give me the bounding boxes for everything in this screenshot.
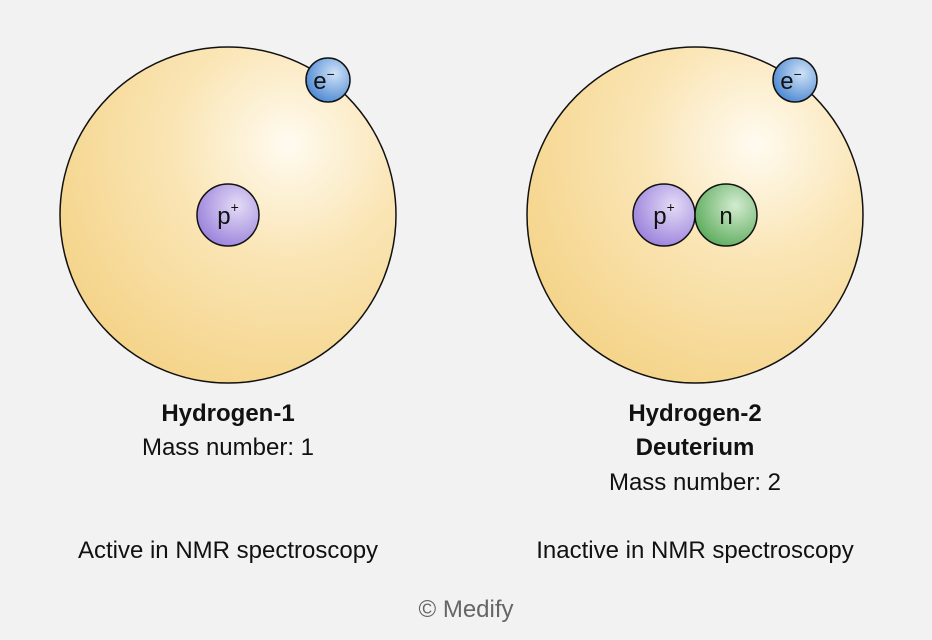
hydrogen-2-atom: e− p+ n Hydrogen-2 Deuterium Mass number… <box>526 46 864 564</box>
electron: e− <box>305 57 351 103</box>
nmr-activity: Active in NMR spectroscopy <box>78 537 378 564</box>
svg-text:p+: p+ <box>653 199 675 230</box>
mass-number: Mass number: 1 <box>142 434 314 461</box>
proton: p+ <box>196 183 260 247</box>
nmr-activity: Inactive in NMR spectroscopy <box>536 537 853 564</box>
svg-text:e−: e− <box>780 66 802 95</box>
isotope-name: Hydrogen-2 <box>628 400 761 427</box>
electron: e− <box>772 57 818 103</box>
copyright: © Medify <box>418 596 513 623</box>
mass-number: Mass number: 2 <box>609 469 781 496</box>
svg-text:n: n <box>719 203 732 230</box>
isotope-common-name: Deuterium <box>636 434 755 461</box>
isotope-name: Hydrogen-1 <box>161 400 294 427</box>
svg-text:e−: e− <box>313 66 335 95</box>
svg-text:p+: p+ <box>217 199 239 230</box>
hydrogen-1-atom: e− p+ Hydrogen-1 Mass number: 1 Active i… <box>59 46 397 564</box>
neutron: n <box>694 183 758 247</box>
proton: p+ <box>632 183 696 247</box>
